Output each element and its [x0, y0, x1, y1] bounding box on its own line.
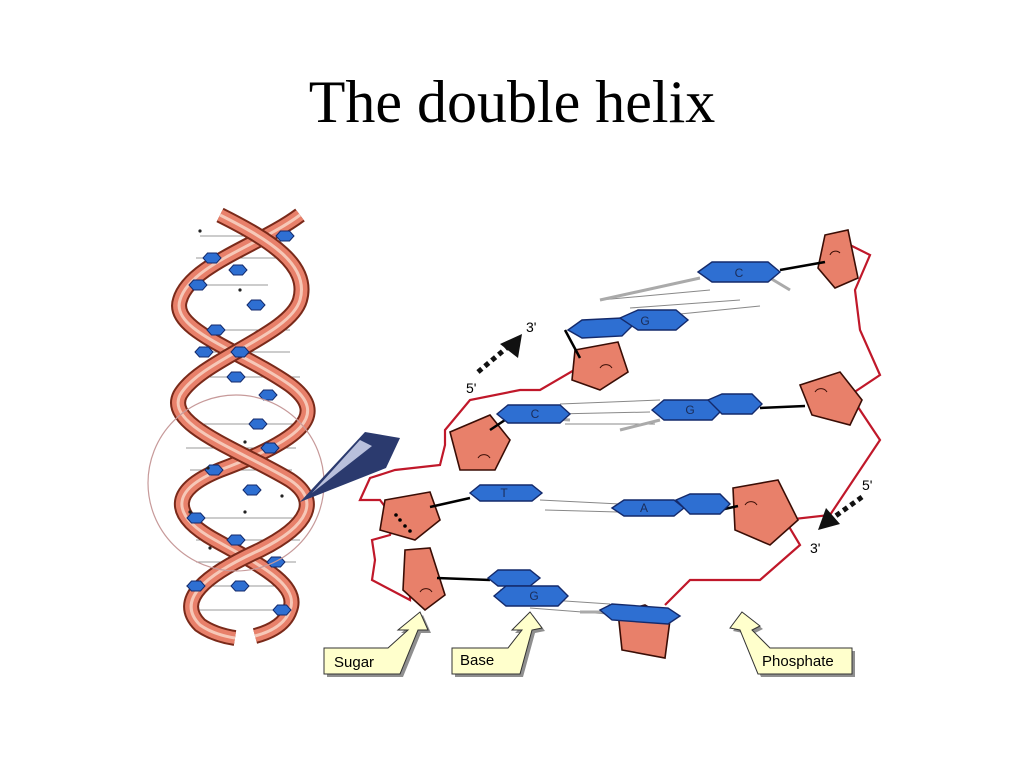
hydrogen-bonds — [519, 289, 761, 615]
base-label: T — [500, 486, 508, 500]
zoom-arrow — [300, 432, 400, 502]
helix-dots — [188, 229, 284, 550]
backbone-chain-right — [358, 354, 601, 602]
direction-arrow-bottom — [818, 494, 864, 530]
ladder-diagram: C G C G T A G 3' 5' 5' 3' — [358, 229, 882, 659]
callout-phosphate: Phosphate — [729, 611, 855, 677]
direction-arrow-top — [476, 334, 522, 374]
end-label-3prime-bottom: 3' — [810, 540, 820, 556]
base-label: G — [685, 403, 694, 417]
callout-base-label: Base — [460, 652, 494, 669]
end-label-3prime-top: 3' — [526, 319, 536, 335]
slide-title: The double helix — [308, 69, 716, 135]
callout-sugar: Sugar — [323, 611, 431, 677]
callout-sugar-label: Sugar — [334, 654, 374, 671]
helix-illustration — [147, 207, 325, 646]
callout-phosphate-label: Phosphate — [762, 653, 834, 670]
base-label: A — [640, 501, 648, 515]
base-label: G — [640, 314, 649, 328]
base-rings — [468, 261, 782, 625]
backbone-chain-left — [664, 239, 882, 606]
end-label-5prime-top: 5' — [466, 380, 476, 396]
base-label: C — [735, 266, 744, 280]
end-label-5prime-bottom: 5' — [862, 477, 872, 493]
callout-base: Base — [451, 611, 545, 677]
base-label: C — [531, 407, 540, 421]
base-label: G — [529, 589, 538, 603]
